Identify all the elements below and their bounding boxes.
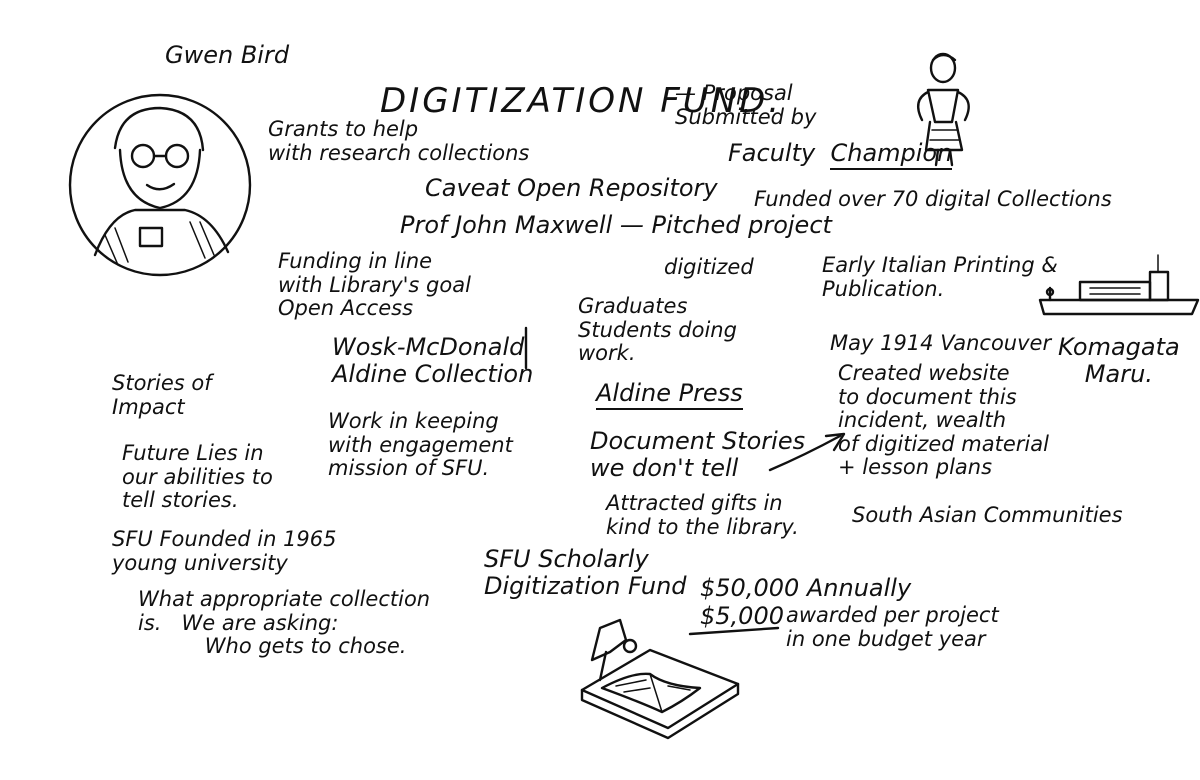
faculty-champion: Faculty Champion (728, 139, 953, 170)
funded-note: Funded over 70 digital Collections (754, 187, 1112, 211)
per-project-amount: $5,000 (700, 602, 784, 630)
john-maxwell-note: Prof John Maxwell — Pitched project (400, 211, 832, 239)
ship-icon (1038, 254, 1200, 316)
proposal-note: — Proposal Submitted by (675, 81, 817, 129)
scholarly-fund-note: SFU Scholarly Digitization Fund (484, 545, 687, 600)
future-lies-note: Future Lies in our abilities to tell sto… (122, 441, 273, 513)
south-asian-note: South Asian Communities (852, 503, 1123, 527)
graduates-note: Graduates Students doing work. (578, 294, 737, 366)
annual-amount-note: $50,000 Annually (700, 574, 912, 602)
champion-figure-icon (916, 52, 970, 167)
amount-underline (688, 626, 780, 636)
attracted-gifts-note: Attracted gifts in kind to the library. (606, 491, 799, 539)
funding-goal-note: Funding in line with Library's goal Open… (278, 249, 471, 321)
arrow-icon (768, 432, 846, 472)
aldine-press-note: Aldine Press (596, 379, 743, 410)
caveat-note: Caveat Open Repository (425, 174, 718, 202)
document-stories-note: Document Stories we don't tell (590, 427, 806, 482)
champion-label: Champion (830, 139, 953, 170)
digitized-note: digitized (664, 255, 754, 279)
aldine-press-label: Aldine Press (596, 379, 743, 410)
early-italian-note: Early Italian Printing & Publication. (822, 253, 1058, 301)
what-appropriate-note: What appropriate collection is. We are a… (138, 587, 431, 659)
wosk-mcdonald-note: Wosk-McDonald Aldine Collection (332, 333, 534, 388)
fund-title: DIGITIZATION FUND. (380, 81, 783, 121)
book-scanner-icon (580, 618, 740, 740)
created-website-note: Created website to document this inciden… (838, 361, 1049, 480)
grants-note: Grants to help with research collections (268, 117, 530, 165)
sfu-founded-note: SFU Founded in 1965 young university (112, 527, 337, 575)
speaker-portrait-icon (68, 93, 252, 277)
per-project-note: awarded per project in one budget year (786, 603, 999, 651)
komagata-maru-note: Komagata Maru. (1058, 333, 1180, 388)
speaker-name: Gwen Bird (165, 41, 290, 69)
stories-of-impact-note: Stories of Impact (112, 371, 212, 419)
may-1914-note: May 1914 Vancouver (830, 331, 1052, 355)
faculty-label: Faculty (728, 139, 816, 167)
work-keeping-note: Work in keeping with engagement mission … (328, 409, 513, 481)
